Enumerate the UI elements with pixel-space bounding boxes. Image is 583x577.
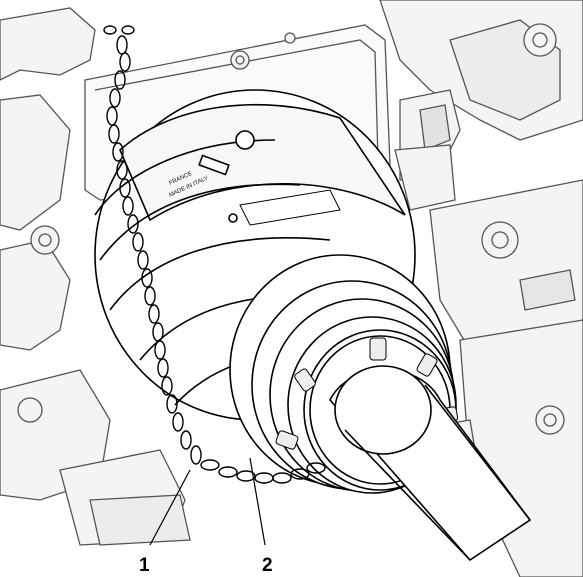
callout-leader-1 xyxy=(149,469,191,546)
pto-shaft-guard-icon xyxy=(94,89,532,562)
callout-number-2: 2 xyxy=(262,555,273,576)
callout-number-1: 1 xyxy=(139,555,150,576)
callout-leader-2 xyxy=(249,457,266,546)
callout-leaders xyxy=(149,457,266,546)
safety-chain-icon xyxy=(103,25,326,484)
